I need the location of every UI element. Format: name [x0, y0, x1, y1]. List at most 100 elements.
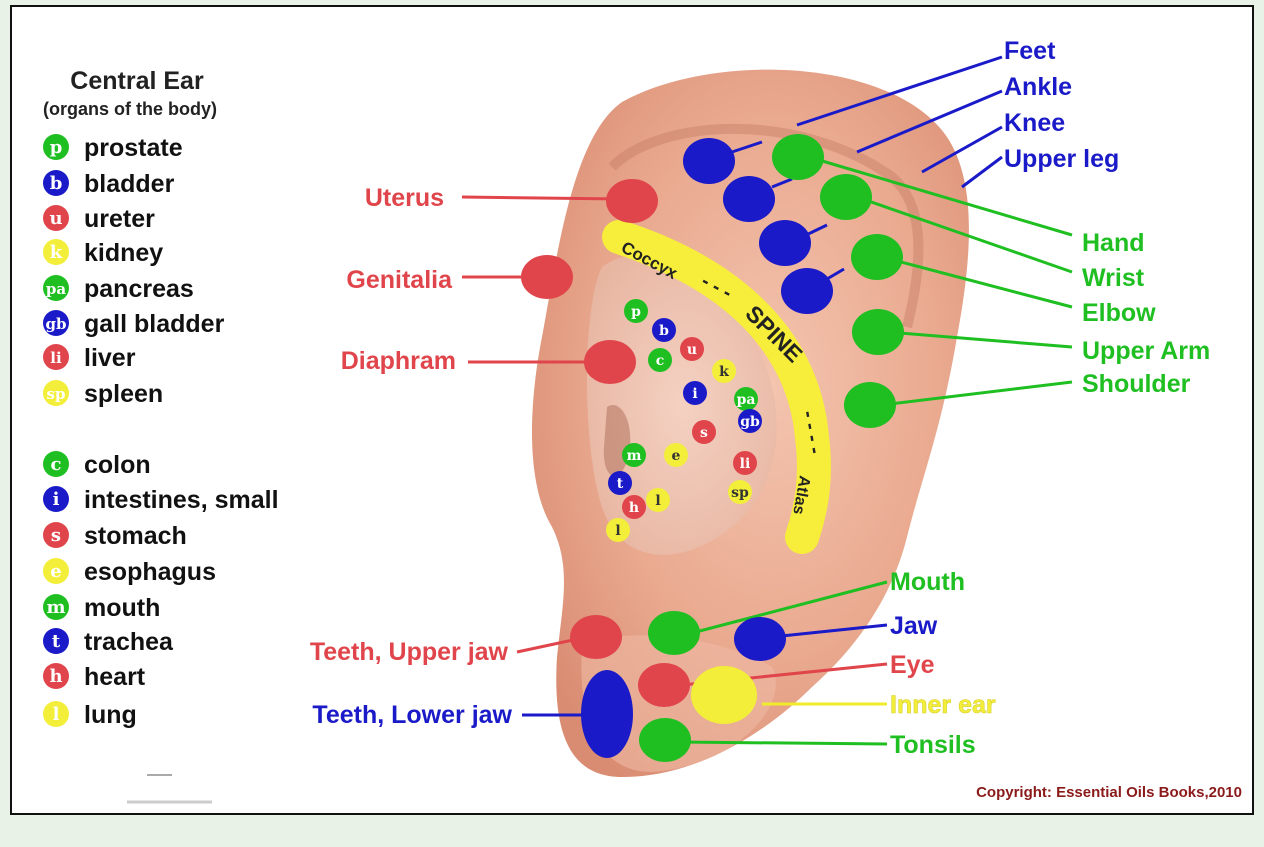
organ-point: h — [622, 495, 646, 519]
legend-title: Central Ear — [70, 67, 204, 95]
legend-label: ureter — [84, 205, 155, 233]
region-label-upper-arm: Upper Arm — [1082, 337, 1210, 365]
legend-marker-letter: c — [51, 454, 62, 475]
reflex-point-red — [606, 179, 658, 223]
organ-point: pa — [734, 387, 758, 411]
legend-item: t trachea — [43, 628, 174, 656]
legend-marker-letter: t — [52, 631, 61, 652]
reflex-point-blue — [683, 138, 735, 184]
legend-marker-letter: s — [51, 525, 61, 546]
legend-item: gbgall bladder — [43, 310, 225, 338]
reflex-point-blue — [723, 176, 775, 222]
legend-subtitle: (organs of the body) — [43, 99, 217, 119]
reflex-point-green — [648, 611, 700, 655]
reflex-point-yellow — [691, 666, 757, 724]
legend-label: heart — [84, 663, 146, 691]
organ-point-letter: li — [740, 456, 751, 472]
region-label-teeth-upper: Teeth, Upper jaw — [310, 638, 509, 666]
legend-label: mouth — [84, 594, 160, 622]
organ-point-letter: sp — [731, 485, 749, 501]
copyright-text: Copyright: Essential Oils Books,2010 — [976, 784, 1242, 801]
organ-point-letter: e — [672, 448, 681, 464]
reflex-point-blue — [759, 220, 811, 266]
legend-item: ccolon — [43, 451, 151, 479]
legend-marker-letter: sp — [47, 385, 66, 403]
legend-label: liver — [84, 344, 136, 372]
organ-point: p — [624, 299, 648, 323]
region-label-mouth: Mouth — [890, 568, 965, 596]
organ-point-letter: m — [627, 448, 642, 464]
legend-label: stomach — [84, 522, 187, 550]
ear-reflexology-chart: Central Ear(organs of the body)pprostate… — [10, 5, 1254, 815]
legend-label: bladder — [84, 170, 175, 198]
region-label-knee: Knee — [1004, 109, 1065, 137]
organ-point-letter: c — [656, 353, 665, 369]
legend-label: kidney — [84, 239, 163, 267]
region-label-upper-leg: Upper leg — [1004, 145, 1119, 173]
legend-item: uureter — [43, 205, 155, 233]
legend-marker-letter: i — [53, 489, 60, 510]
legend-marker-letter: k — [50, 242, 63, 263]
region-label-ankle: Ankle — [1004, 73, 1072, 101]
organ-point-letter: b — [659, 323, 669, 339]
legend-item: l lung — [43, 701, 137, 729]
organ-point-letter: gb — [740, 414, 760, 430]
region-label-genitalia: Genitalia — [346, 266, 453, 294]
organ-point-letter: l — [655, 493, 660, 509]
legend-label: intestines, small — [84, 486, 279, 514]
legend-marker-letter: p — [50, 137, 63, 158]
organ-point: sp — [728, 480, 752, 504]
organ-point: b — [652, 318, 676, 342]
legend-label: esophagus — [84, 558, 216, 586]
legend-item: hheart — [43, 663, 146, 691]
reflex-point-blue — [581, 670, 633, 758]
legend-item: kkidney — [43, 239, 163, 267]
leader-line — [462, 197, 622, 199]
reflex-point-red — [584, 340, 636, 384]
region-label-uterus: Uterus — [365, 184, 444, 212]
legend-marker-letter: li — [50, 349, 62, 367]
organ-point: t — [608, 471, 632, 495]
legend: Central Ear(organs of the body)pprostate… — [43, 67, 279, 729]
region-label-eye: Eye — [890, 651, 935, 679]
legend-marker-letter: m — [46, 597, 65, 618]
region-label-feet: Feet — [1004, 37, 1056, 65]
legend-item: i intestines, small — [43, 486, 279, 514]
organ-point-letter: pa — [737, 392, 756, 408]
legend-item: papancreas — [43, 275, 194, 303]
legend-item: e esophagus — [43, 558, 216, 586]
region-label-elbow: Elbow — [1082, 299, 1156, 327]
leader-line — [677, 742, 887, 744]
reflex-point-blue — [734, 617, 786, 661]
legend-marker-letter: e — [50, 561, 61, 582]
organ-point-letter: u — [687, 342, 697, 358]
legend-item: sp spleen — [43, 380, 163, 408]
region-label-tonsils: Tonsils — [890, 731, 976, 759]
region-label-jaw: Jaw — [890, 612, 938, 640]
organ-point: m — [622, 443, 646, 467]
legend-marker-letter: l — [53, 704, 60, 725]
legend-item: mmouth — [43, 594, 160, 622]
reflex-point-green — [639, 718, 691, 762]
organ-point-letter: i — [692, 386, 697, 402]
region-label-hand: Hand — [1082, 229, 1145, 257]
organ-point: li — [733, 451, 757, 475]
region-label-inner-ear: Inner ear — [890, 691, 996, 719]
reflex-point-green — [844, 382, 896, 428]
legend-label: trachea — [84, 628, 174, 656]
region-label-teeth-lower: Teeth, Lower jaw — [312, 701, 512, 729]
organ-point: c — [648, 348, 672, 372]
legend-marker-letter: pa — [46, 280, 66, 298]
reflex-point-green — [820, 174, 872, 220]
organ-point: e — [664, 443, 688, 467]
organ-point-letter: h — [629, 500, 639, 516]
reflex-point-green — [772, 134, 824, 180]
leader-line — [962, 157, 1002, 187]
organ-point: u — [680, 337, 704, 361]
legend-label: spleen — [84, 380, 163, 408]
organ-point-letter: p — [631, 304, 641, 320]
chart-canvas: Central Ear(organs of the body)pprostate… — [12, 7, 1252, 813]
reflex-point-green — [852, 309, 904, 355]
legend-marker-letter: gb — [46, 315, 67, 333]
legend-label: lung — [84, 701, 137, 729]
